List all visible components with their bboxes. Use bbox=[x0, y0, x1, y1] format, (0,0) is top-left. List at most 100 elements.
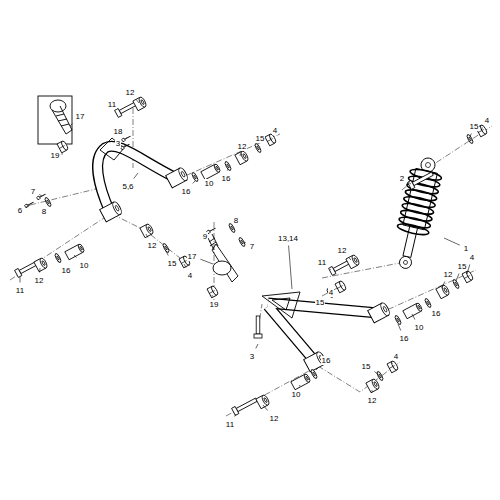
leader-line bbox=[184, 264, 186, 268]
callout-number: 3 bbox=[249, 352, 255, 361]
fastener bbox=[54, 253, 62, 264]
leader-line bbox=[374, 372, 378, 374]
fastener bbox=[335, 280, 347, 293]
leader-line bbox=[412, 314, 415, 320]
callout-number: 11 bbox=[317, 258, 327, 267]
leader-line bbox=[166, 251, 168, 256]
leader-line bbox=[456, 274, 459, 282]
fastener bbox=[120, 143, 130, 150]
leader-line bbox=[263, 405, 268, 411]
callout-number: 15 bbox=[315, 298, 326, 307]
fastener bbox=[162, 243, 170, 254]
callout-number: 13,14 bbox=[277, 234, 299, 243]
leader-line bbox=[26, 205, 30, 207]
leader-line bbox=[470, 134, 471, 138]
fastener bbox=[466, 134, 474, 145]
fastener bbox=[387, 360, 399, 373]
leader-line bbox=[39, 268, 40, 273]
upper-ball-joint bbox=[38, 96, 72, 144]
leader-line bbox=[289, 246, 292, 290]
fastener bbox=[207, 285, 219, 298]
spring-coil bbox=[406, 181, 439, 196]
callout-number: 4 bbox=[328, 288, 334, 297]
leader-line bbox=[316, 368, 319, 371]
fastener bbox=[224, 161, 232, 172]
fastener bbox=[254, 143, 262, 154]
fasteners bbox=[15, 96, 488, 415]
shock-absorber bbox=[389, 155, 446, 272]
leader-line bbox=[39, 194, 42, 196]
leader-line bbox=[235, 414, 237, 417]
fastener bbox=[346, 254, 360, 269]
leader-line bbox=[212, 295, 213, 297]
callout-number: 15 bbox=[469, 122, 480, 131]
leader-line bbox=[244, 242, 246, 244]
leader-line bbox=[124, 145, 126, 147]
fastener bbox=[256, 394, 270, 409]
fastener bbox=[436, 284, 450, 299]
callout-number: 12 bbox=[34, 276, 45, 285]
fastener bbox=[24, 201, 34, 208]
leader-line bbox=[134, 173, 138, 179]
leader-line bbox=[240, 154, 242, 157]
fastener bbox=[238, 237, 246, 248]
spring-coil bbox=[400, 208, 433, 223]
callout-number: 16 bbox=[399, 334, 410, 343]
leader-line bbox=[258, 145, 259, 147]
callout-number: 12 bbox=[269, 414, 280, 423]
fastener bbox=[408, 170, 435, 189]
callout-number: 4 bbox=[187, 271, 193, 280]
callout-number: 11 bbox=[107, 100, 117, 109]
callout-number: 16 bbox=[221, 174, 232, 183]
callout-number: 2 bbox=[399, 174, 405, 183]
callout-number: 4 bbox=[469, 253, 475, 262]
leader-line bbox=[398, 324, 401, 331]
callout-number: 17 bbox=[75, 112, 86, 121]
spring-coil bbox=[405, 188, 438, 203]
leader-line bbox=[20, 277, 21, 283]
callout-number: 12 bbox=[125, 88, 136, 97]
leader-line bbox=[481, 128, 483, 131]
leader-line bbox=[408, 182, 411, 184]
leader-line bbox=[349, 258, 351, 261]
leader-line bbox=[74, 255, 77, 258]
fastener bbox=[394, 315, 402, 326]
callout-number: 16 bbox=[61, 266, 72, 275]
leader-line bbox=[337, 288, 339, 289]
fastener bbox=[232, 396, 259, 415]
callout-number: 12 bbox=[237, 142, 248, 151]
fastener bbox=[140, 223, 154, 238]
callout-number: 10 bbox=[291, 390, 302, 399]
callout-number: 11 bbox=[15, 286, 25, 295]
callout-number: 12 bbox=[367, 396, 378, 405]
spring-coils bbox=[397, 167, 443, 237]
leader-line bbox=[392, 363, 393, 365]
fastener bbox=[291, 373, 311, 389]
fastener bbox=[254, 316, 262, 338]
callout-number: 15 bbox=[255, 134, 266, 143]
lower-a-arm bbox=[262, 292, 391, 372]
callout-number: 11 bbox=[225, 420, 235, 429]
callout-number: 15 bbox=[361, 362, 372, 371]
callout-number: 10 bbox=[204, 179, 215, 188]
fastener bbox=[121, 135, 131, 142]
leader-line bbox=[227, 169, 228, 171]
leader-line bbox=[146, 234, 148, 238]
fastener bbox=[191, 172, 199, 183]
fastener bbox=[265, 133, 277, 146]
leader-line bbox=[58, 261, 59, 263]
callout-number: 5,6 bbox=[121, 182, 134, 191]
callout-number: 19 bbox=[209, 300, 220, 309]
leader-line bbox=[444, 238, 460, 245]
leader-line bbox=[200, 259, 213, 264]
spring-coil bbox=[398, 215, 431, 230]
callout-number: 4 bbox=[272, 126, 278, 135]
callout-number: 18 bbox=[113, 127, 124, 136]
fastener bbox=[424, 298, 432, 309]
leader-line bbox=[270, 138, 272, 140]
fastener bbox=[376, 371, 384, 382]
fastener bbox=[310, 369, 318, 380]
callout-number: 15 bbox=[457, 262, 468, 271]
